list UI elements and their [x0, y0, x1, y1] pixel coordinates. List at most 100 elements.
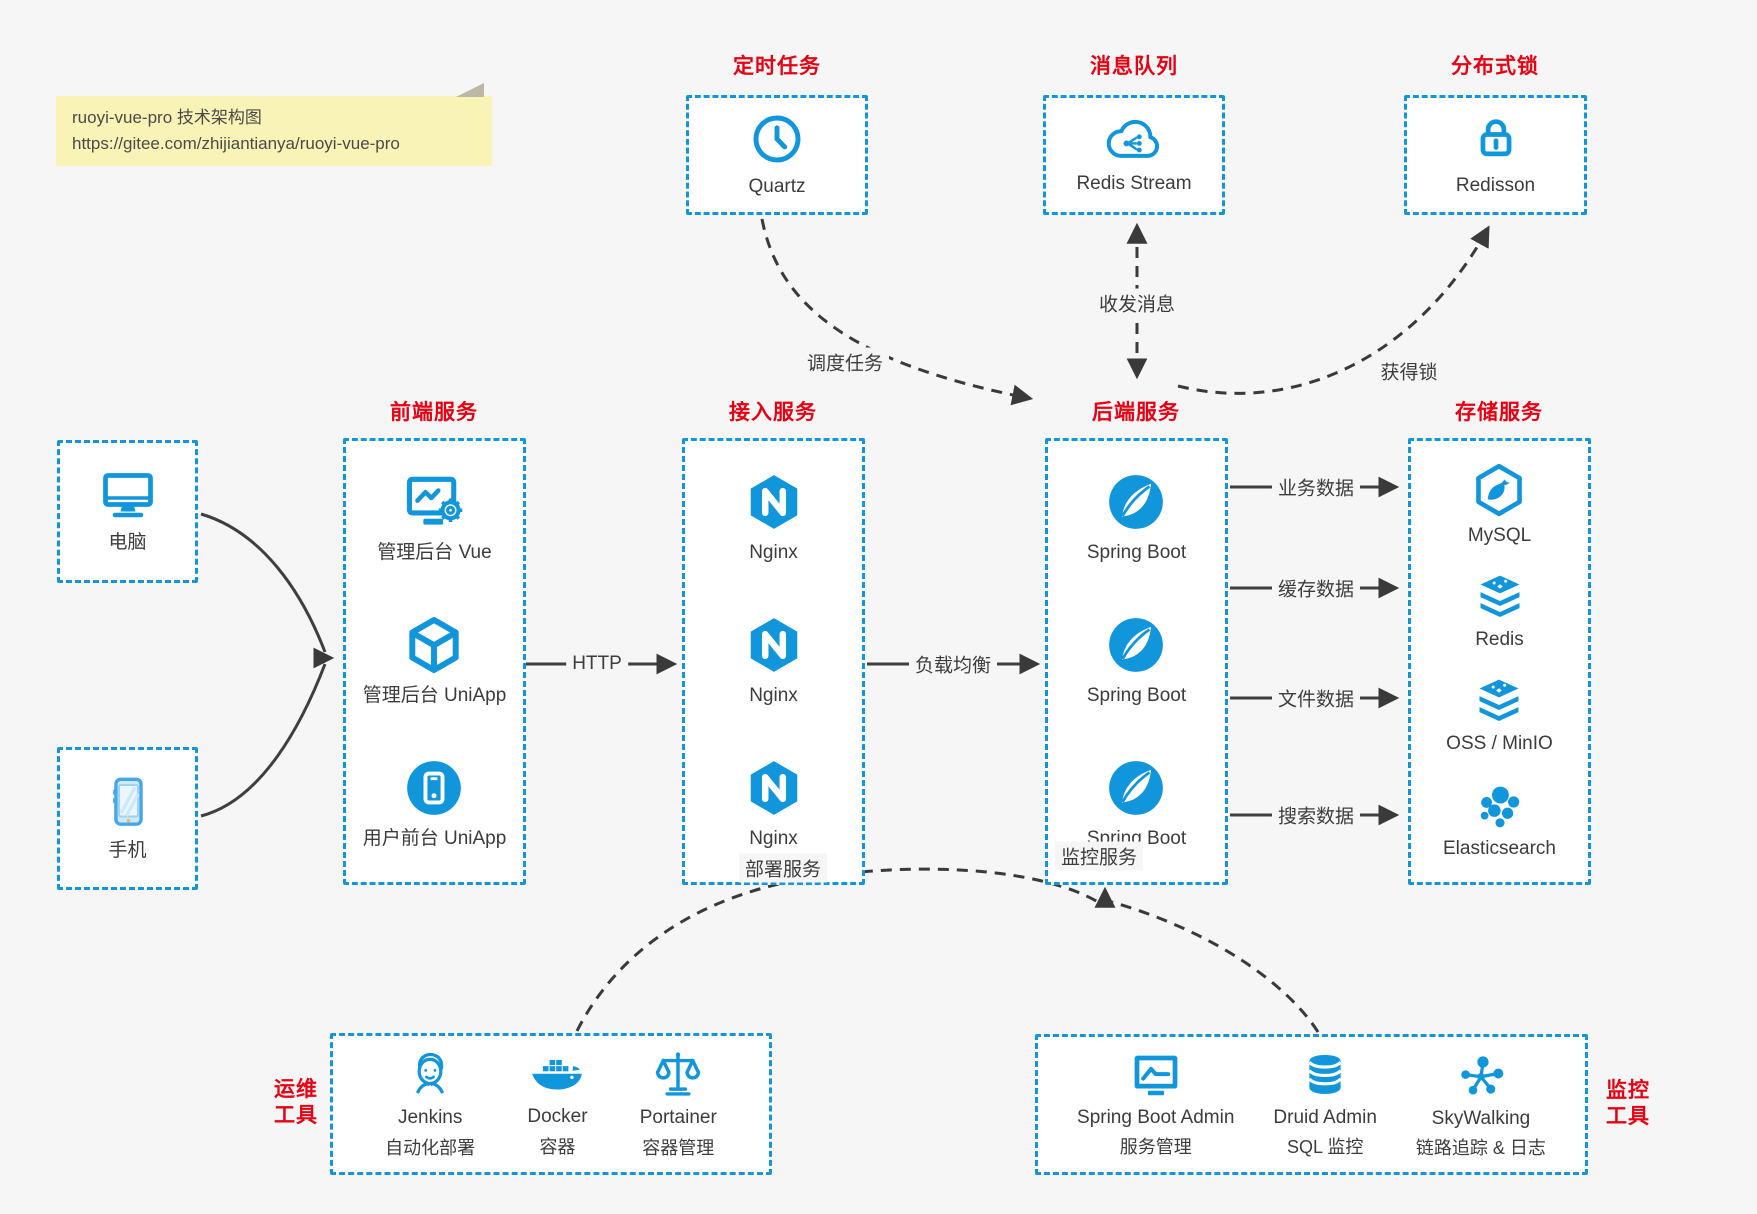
oss-minio-item: OSS / MinIO	[1446, 674, 1553, 757]
portainer-label: Portainer	[639, 1107, 717, 1129]
file-data-edge-label: 文件数据	[1271, 683, 1361, 713]
skywalking-icon	[1461, 1055, 1504, 1095]
title-frontend-services: 前端服务	[390, 401, 478, 424]
deploy-edge	[575, 867, 1099, 1032]
desktop-icon	[102, 473, 153, 518]
admin-vue-icon	[407, 476, 463, 525]
jenkins-label: Jenkins	[397, 1107, 463, 1129]
spring-boot-admin-item: Spring Boot Admin 服务管理	[1077, 1050, 1234, 1160]
spring-boot-item-2: Spring Boot	[1087, 614, 1186, 709]
phone-item: 手机	[99, 773, 157, 864]
elasticsearch-icon	[1480, 786, 1519, 827]
monitor-tools-side-label: 监控 工具	[1606, 1079, 1650, 1129]
box-redisson: Redisson	[1404, 95, 1587, 215]
clock-icon	[753, 115, 801, 163]
oss-minio-icon	[1479, 679, 1519, 722]
jenkins-sublabel: 自动化部署	[385, 1137, 476, 1158]
lock-edge-label: 获得锁	[1374, 356, 1444, 386]
client-computer-edge	[200, 512, 327, 653]
spring-boot-icon	[1109, 618, 1164, 673]
docker-icon	[532, 1059, 583, 1090]
mysql-icon	[1476, 463, 1523, 516]
portainer-item: Portainer 容器管理	[640, 1048, 717, 1160]
box-quartz: Quartz	[686, 95, 868, 215]
search-data-edge-label: 搜索数据	[1271, 800, 1361, 830]
skywalking-item: SkyWalking 链路追踪 & 日志	[1416, 1049, 1546, 1161]
note-fold-corner	[456, 83, 484, 97]
druid-item: Druid Admin SQL 监控	[1273, 1050, 1377, 1160]
elasticsearch-item: Elasticsearch	[1443, 779, 1556, 862]
title-backend-services: 后端服务	[1092, 401, 1180, 424]
box-monitor-tools: Spring Boot Admin 服务管理 Druid Admin SQL 监…	[1035, 1034, 1588, 1175]
redis-stream-item: Redis Stream	[1076, 114, 1192, 197]
note-url: https://gitee.com/zhijiantianya/ruoyi-vu…	[72, 133, 400, 153]
box-computer: 电脑	[57, 440, 198, 583]
spring-boot-admin-label: Spring Boot Admin	[1077, 1106, 1235, 1128]
phone-label: 手机	[108, 840, 147, 862]
spring-boot-label-1: Spring Boot	[1086, 542, 1187, 564]
spring-boot-icon	[1109, 475, 1164, 530]
portainer-icon	[656, 1052, 701, 1096]
nginx-icon	[750, 618, 797, 673]
druid-sublabel: SQL 监控	[1286, 1137, 1364, 1158]
mobile-app-icon	[407, 761, 462, 816]
mysql-label: MySQL	[1467, 524, 1532, 546]
nginx-icon	[750, 761, 797, 816]
redisson-item: Redisson	[1456, 112, 1535, 199]
nginx-icon	[750, 475, 797, 530]
spring-boot-admin-icon	[1134, 1055, 1178, 1095]
message-edge-label: 收发消息	[1092, 288, 1182, 318]
skywalking-label: SkyWalking	[1431, 1107, 1531, 1129]
elasticsearch-label: Elasticsearch	[1443, 837, 1556, 859]
load-balance-edge-label: 负载均衡	[908, 649, 998, 679]
druid-label: Druid Admin	[1273, 1106, 1377, 1128]
title-access-services: 接入服务	[729, 401, 817, 424]
quartz-item: Quartz	[748, 111, 806, 200]
box-backend-services: Spring Boot Spring Boot Spring Boot	[1045, 438, 1228, 885]
cache-data-edge-label: 缓存数据	[1271, 573, 1361, 603]
druid-icon	[1308, 1054, 1343, 1094]
lock-icon	[1480, 119, 1511, 156]
docker-label: Docker	[527, 1106, 588, 1128]
redisson-label: Redisson	[1455, 174, 1536, 196]
user-uniapp-label: 用户前台 UniApp	[362, 828, 507, 850]
spring-boot-item-1: Spring Boot	[1087, 471, 1186, 566]
title-message-queue: 消息队列	[1090, 55, 1178, 78]
box-storage-services: MySQL Redis	[1408, 438, 1591, 885]
computer-label: 电脑	[108, 532, 147, 554]
nginx-label-3: Nginx	[749, 828, 798, 850]
title-distributed-lock: 分布式锁	[1451, 55, 1539, 78]
admin-uniapp-label: 管理后台 UniApp	[362, 685, 507, 707]
admin-vue-item: 管理后台 Vue	[377, 471, 492, 566]
redis-item: Redis	[1472, 570, 1528, 653]
uniapp-cube-icon	[409, 617, 460, 674]
nginx-label-2: Nginx	[749, 685, 798, 707]
box-redis-stream: Redis Stream	[1043, 95, 1225, 215]
nginx-item-1: Nginx	[743, 471, 805, 566]
nginx-item-3: Nginx	[743, 757, 805, 852]
monitor-edge-label: 监控服务	[1054, 841, 1144, 871]
client-phone-edge	[200, 663, 327, 818]
box-access-services: Nginx Nginx Nginx	[682, 438, 865, 885]
admin-uniapp-item: 管理后台 UniApp	[362, 614, 507, 709]
title-storage-services: 存储服务	[1455, 401, 1543, 424]
oss-minio-label: OSS / MinIO	[1446, 733, 1553, 755]
redis-label: Redis	[1475, 629, 1524, 651]
note-title: ruoyi-vue-pro 技术架构图	[72, 108, 262, 127]
ops-tools-side-label: 运维 工具	[274, 1078, 318, 1128]
deploy-edge-label: 部署服务	[738, 853, 828, 883]
cloud-stream-icon	[1106, 119, 1160, 158]
box-ops-tools: Jenkins 自动化部署 Docker 容器	[330, 1033, 772, 1175]
spring-boot-item-3: Spring Boot	[1087, 757, 1186, 852]
box-frontend-services: 管理后台 Vue 管理后台 UniApp 用户前台 UniApp	[343, 438, 526, 885]
schedule-edge-label: 调度任务	[800, 347, 890, 377]
portainer-sublabel: 容器管理	[642, 1137, 715, 1158]
sticky-note: ruoyi-vue-pro 技术架构图 https://gitee.com/zh…	[56, 83, 492, 166]
mysql-item: MySQL	[1468, 462, 1531, 549]
spring-boot-icon	[1109, 761, 1164, 816]
skywalking-sublabel: 链路追踪 & 日志	[1415, 1138, 1546, 1159]
http-edge-label: HTTP	[566, 652, 628, 676]
nginx-label-1: Nginx	[749, 542, 798, 564]
jenkins-item: Jenkins 自动化部署	[385, 1048, 475, 1160]
